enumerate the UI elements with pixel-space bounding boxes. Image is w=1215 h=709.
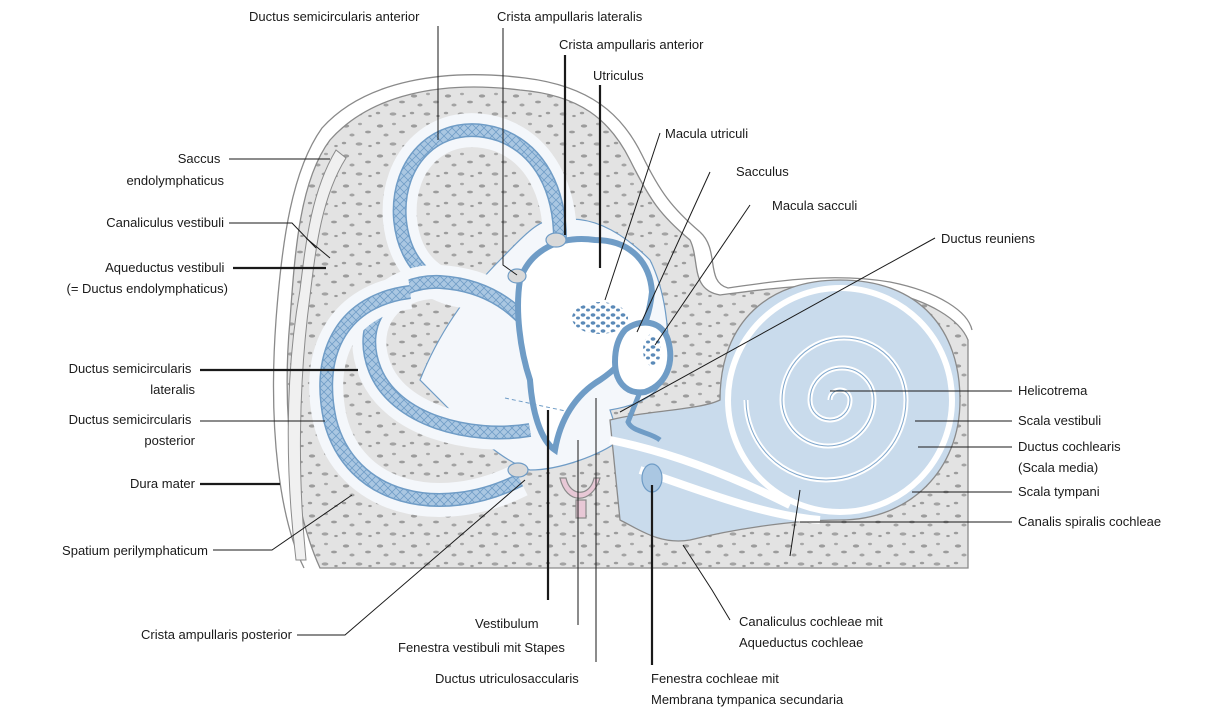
label-fenestra-vestibuli: Fenestra vestibuli mit Stapes <box>398 640 565 655</box>
label-macula-sacculi: Macula sacculi <box>772 198 857 213</box>
label-ductus-reuniens: Ductus reuniens <box>941 231 1035 246</box>
crista-ampullaris-posterior <box>508 463 528 477</box>
macula-utriculi <box>572 302 628 334</box>
label-helicotrema: Helicotrema <box>1018 383 1088 398</box>
label-crista-ampullaris-anterior: Crista ampullaris anterior <box>559 37 704 52</box>
label-scala-vestibuli: Scala vestibuli <box>1018 413 1101 428</box>
label-fenestra-cochleae: Fenestra cochleae mit Membrana tympanica… <box>651 671 844 707</box>
label-ductus-semicircularis-posterior: Ductus semicircularis posterior <box>69 412 196 448</box>
label-ductus-utriculosaccularis: Ductus utriculosaccularis <box>435 671 579 686</box>
label-ductus-semicircularis-lateralis: Ductus semicircularis lateralis <box>69 361 196 397</box>
label-scala-tympani: Scala tympani <box>1018 484 1100 499</box>
label-canaliculus-cochleae: Canaliculus cochleae mit Aqueductus coch… <box>739 614 886 650</box>
label-canaliculus-vestibuli: Canaliculus vestibuli <box>106 215 224 230</box>
label-spatium-perilymphaticum: Spatium perilymphaticum <box>62 543 208 558</box>
label-sacculus: Sacculus <box>736 164 789 179</box>
label-vestibulum: Vestibulum <box>475 616 539 631</box>
macula-sacculi <box>643 334 661 366</box>
crista-ampullaris-anterior <box>546 233 566 247</box>
label-crista-ampullaris-lateralis: Crista ampullaris lateralis <box>497 9 643 24</box>
label-utriculus: Utriculus <box>593 68 644 83</box>
label-canalis-spiralis-cochleae: Canalis spiralis cochleae <box>1018 514 1161 529</box>
label-dura-mater: Dura mater <box>130 476 196 491</box>
sacculus <box>615 323 670 393</box>
label-ductus-semicircularis-anterior: Ductus semicircularis anterior <box>249 9 420 24</box>
label-macula-utriculi: Macula utriculi <box>665 126 748 141</box>
label-aqueductus-vestibuli: Aqueductus vestibuli (= Ductus endolymph… <box>67 260 229 296</box>
label-saccus-endolymphaticus: Saccus endolymphaticus <box>126 151 224 188</box>
label-crista-ampullaris-posterior: Crista ampullaris posterior <box>141 627 293 642</box>
label-ductus-cochlearis: Ductus cochlearis (Scala media) <box>1018 439 1124 475</box>
